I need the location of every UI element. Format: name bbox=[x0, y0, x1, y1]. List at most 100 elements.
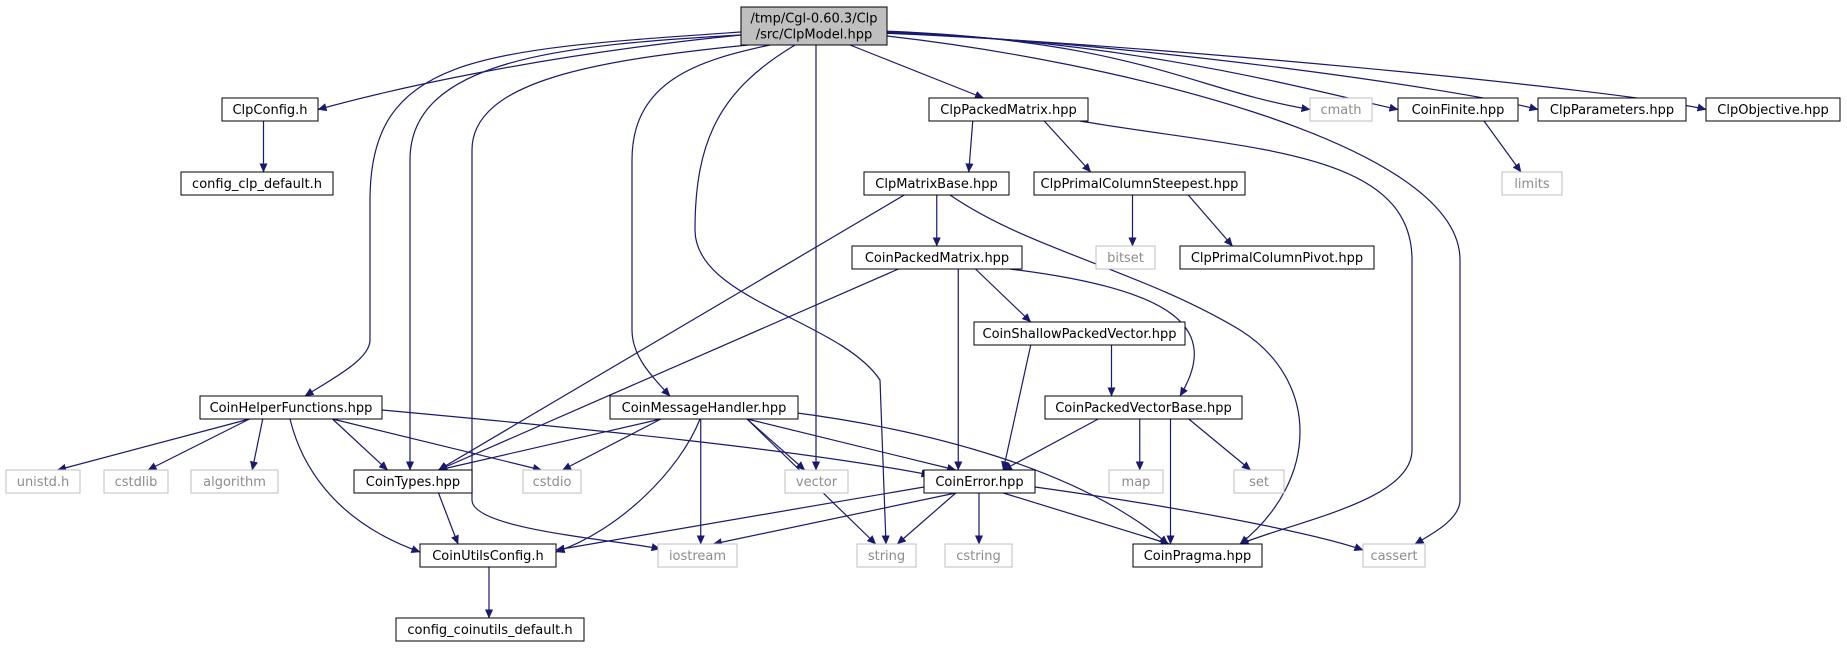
edge-CoinError-to-CoinPragma bbox=[1003, 492, 1170, 546]
edge-CoinPackedMatrix-to-CoinTypes bbox=[438, 268, 899, 471]
node-CoinTypes[interactable]: CoinTypes.hpp bbox=[353, 469, 473, 494]
edge-ClpMatrixBase-to-CoinPragma bbox=[949, 194, 1301, 545]
node-bitset: bitset bbox=[1095, 245, 1156, 270]
node-set: set bbox=[1233, 469, 1285, 494]
node-label: algorithm bbox=[203, 475, 266, 490]
node-box bbox=[180, 171, 334, 196]
node-label: map bbox=[1122, 475, 1151, 490]
edge-CoinMessageHandler-to-CoinTypes bbox=[438, 418, 662, 473]
node-CoinPackedMatrix[interactable]: CoinPackedMatrix.hpp bbox=[851, 245, 1023, 270]
node-root[interactable]: /tmp/Cgl-0.60.3/Clp/src/ClpModel.hpp bbox=[740, 6, 888, 46]
node-ClpPackedMatrix[interactable]: ClpPackedMatrix.hpp bbox=[928, 97, 1089, 122]
node-box bbox=[923, 469, 1036, 494]
node-box bbox=[928, 97, 1089, 122]
node-CoinShallowPackedVector[interactable]: CoinShallowPackedVector.hpp bbox=[973, 321, 1186, 346]
node-label: ClpPrimalColumnSteepest.hpp bbox=[1041, 177, 1239, 192]
edge-CoinHelperFunctions-to-cstdlib bbox=[147, 418, 250, 471]
edge-CoinPackedVectorBase-to-set bbox=[1188, 418, 1251, 471]
node-label: ClpMatrixBase.hpp bbox=[875, 177, 997, 192]
node-box bbox=[1705, 97, 1841, 122]
node-string: string bbox=[856, 543, 917, 568]
node-box bbox=[1033, 171, 1246, 196]
node-label: iostream bbox=[669, 549, 726, 564]
node-ClpMatrixBase[interactable]: ClpMatrixBase.hpp bbox=[863, 171, 1010, 196]
node-box bbox=[522, 469, 582, 494]
node-CoinPackedVectorBase[interactable]: CoinPackedVectorBase.hpp bbox=[1044, 395, 1243, 420]
node-label: limits bbox=[1514, 177, 1550, 192]
node-label: CoinError.hpp bbox=[935, 475, 1023, 490]
node-config_clp_default[interactable]: config_clp_default.h bbox=[180, 171, 334, 196]
edge-CoinMessageHandler-to-cstdio bbox=[562, 418, 662, 471]
edge-CoinHelperFunctions-to-CoinUtilsConfig bbox=[289, 418, 421, 553]
edge-ClpPackedMatrix-to-ClpMatrixBase bbox=[965, 120, 974, 173]
node-box bbox=[190, 469, 279, 494]
node-ClpPrimalColumnSteepest[interactable]: ClpPrimalColumnSteepest.hpp bbox=[1033, 171, 1246, 196]
node-CoinPragma[interactable]: CoinPragma.hpp bbox=[1132, 543, 1263, 568]
node-label: cassert bbox=[1370, 549, 1417, 564]
node-ClpParameters[interactable]: ClpParameters.hpp bbox=[1537, 97, 1687, 122]
edge-CoinShallowPackedVector-to-CoinError bbox=[1001, 344, 1032, 471]
edge-ClpMatrixBase-to-CoinTypes bbox=[438, 194, 905, 471]
node-label: ClpObjective.hpp bbox=[1717, 103, 1828, 118]
node-box bbox=[1362, 543, 1426, 568]
edge-CoinMessageHandler-to-CoinPragma bbox=[789, 411, 1169, 545]
edge-root-to-CoinMessageHandler bbox=[631, 44, 771, 397]
edge-CoinPackedVectorBase-to-CoinError bbox=[1002, 418, 1099, 471]
edge-ClpPrimalColumnSteepest-to-ClpPrimalColumnPivot bbox=[1187, 194, 1233, 247]
edge-CoinFinite-to-limits bbox=[1483, 120, 1522, 173]
nodes-layer: /tmp/Cgl-0.60.3/Clp/src/ClpModel.hppClpC… bbox=[5, 6, 1841, 642]
node-label: cstdio bbox=[533, 475, 572, 490]
edge-CoinHelperFunctions-to-CoinTypes bbox=[332, 418, 388, 471]
edge-CoinHelperFunctions-to-cstdio bbox=[332, 418, 542, 472]
node-CoinUtilsConfig[interactable]: CoinUtilsConfig.h bbox=[419, 543, 557, 568]
node-CoinMessageHandler[interactable]: CoinMessageHandler.hpp bbox=[609, 395, 799, 420]
node-box bbox=[1179, 245, 1375, 270]
node-box bbox=[1537, 97, 1687, 122]
node-box bbox=[199, 395, 383, 420]
node-algorithm: algorithm bbox=[190, 469, 279, 494]
node-label: /tmp/Cgl-0.60.3/Clp bbox=[750, 12, 877, 27]
node-cstdlib: cstdlib bbox=[103, 469, 169, 494]
edge-CoinTypes-to-CoinUtilsConfig bbox=[437, 492, 459, 545]
edge-ClpPackedMatrix-to-ClpPrimalColumnSteepest bbox=[1043, 120, 1092, 173]
edge-ClpPackedMatrix-to-CoinPragma bbox=[1079, 120, 1413, 545]
node-box bbox=[863, 171, 1010, 196]
node-box bbox=[944, 543, 1013, 568]
node-config_coinutils_default[interactable]: config_coinutils_default.h bbox=[395, 617, 585, 642]
node-iostream: iostream bbox=[657, 543, 738, 568]
node-label: CoinUtilsConfig.h bbox=[432, 549, 544, 564]
edge-root-to-ClpPackedMatrix bbox=[849, 44, 984, 99]
node-label: unistd.h bbox=[17, 475, 70, 490]
node-CoinFinite[interactable]: CoinFinite.hpp bbox=[1397, 97, 1519, 122]
edge-CoinMessageHandler-to-vector bbox=[746, 418, 806, 471]
node-label: CoinPackedMatrix.hpp bbox=[865, 251, 1009, 266]
node-ClpConfig[interactable]: ClpConfig.h bbox=[221, 97, 319, 122]
node-CoinError[interactable]: CoinError.hpp bbox=[923, 469, 1036, 494]
node-box bbox=[1233, 469, 1285, 494]
node-box bbox=[5, 469, 81, 494]
node-vector: vector bbox=[784, 469, 849, 494]
node-ClpPrimalColumnPivot[interactable]: ClpPrimalColumnPivot.hpp bbox=[1179, 245, 1375, 270]
edge-CoinError-to-iostream bbox=[712, 492, 956, 547]
node-label: config_coinutils_default.h bbox=[407, 623, 572, 638]
node-box bbox=[1309, 97, 1373, 122]
edge-CoinMessageHandler-to-CoinUtilsConfig bbox=[555, 418, 701, 554]
edges-layer bbox=[57, 30, 1707, 619]
node-label: CoinMessageHandler.hpp bbox=[622, 401, 787, 416]
node-CoinHelperFunctions[interactable]: CoinHelperFunctions.hpp bbox=[199, 395, 383, 420]
node-ClpObjective[interactable]: ClpObjective.hpp bbox=[1705, 97, 1841, 122]
node-cassert: cassert bbox=[1362, 543, 1426, 568]
node-box bbox=[1044, 395, 1243, 420]
edge-CoinError-to-CoinUtilsConfig bbox=[555, 486, 925, 553]
edge-root-to-string bbox=[694, 44, 890, 545]
node-label: set bbox=[1249, 475, 1269, 490]
node-box bbox=[353, 469, 473, 494]
node-box bbox=[851, 245, 1023, 270]
node-label: /src/ClpModel.hpp bbox=[756, 28, 873, 43]
node-box bbox=[1095, 245, 1156, 270]
edge-CoinPackedMatrix-to-CoinShallowPackedVector bbox=[975, 268, 1032, 323]
node-map: map bbox=[1108, 469, 1164, 494]
node-box bbox=[395, 617, 585, 642]
node-limits: limits bbox=[1501, 171, 1563, 196]
